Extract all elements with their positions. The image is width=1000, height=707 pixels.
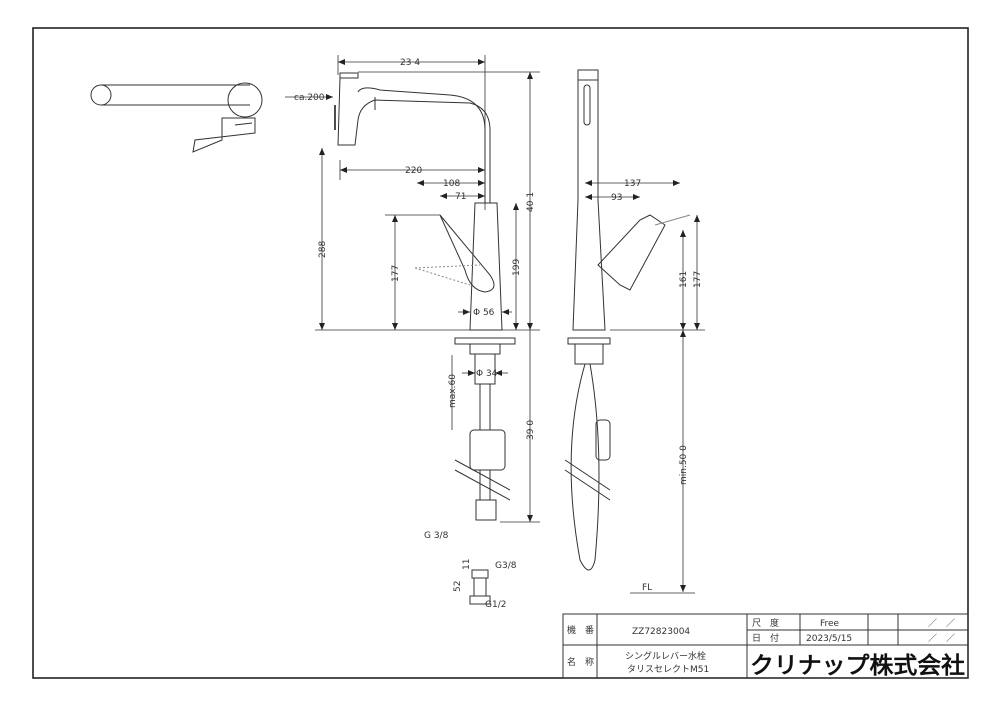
dim-401: 40 1	[526, 192, 536, 212]
dim-177-side: 177	[693, 271, 703, 288]
dim-phi56: Φ 56	[473, 308, 495, 318]
company-logo: クリナップ株式会社	[750, 652, 965, 679]
dim-137: 137	[624, 179, 641, 189]
dim-g12: G1/2	[485, 600, 506, 610]
dim-390: 39 0	[526, 420, 536, 440]
dimension-labels: 23 4 ca.200 220 108 71 288 177 199 40 1 …	[294, 58, 703, 610]
dim-phi34: Φ 34	[476, 369, 498, 379]
dim-93: 93	[611, 193, 622, 203]
dim-min500: min.50 0	[679, 445, 689, 485]
connector-detail	[469, 569, 491, 605]
product-name-line2: タリスセレクトM51	[627, 664, 709, 675]
side-view	[564, 69, 691, 571]
dim-ca200: ca.200	[294, 93, 325, 103]
revision-slash-2: ／ ／	[928, 633, 955, 644]
dim-220: 220	[405, 166, 422, 176]
dim-199: 199	[512, 259, 522, 276]
dim-234: 23 4	[400, 58, 420, 68]
dim-71: 71	[455, 192, 466, 202]
date-label: 日 付	[752, 633, 779, 644]
drawing-frame	[32, 27, 969, 679]
floor-level-label: FL	[642, 583, 652, 593]
dim-max60: max.60	[448, 374, 458, 408]
dimension-lines	[285, 55, 705, 594]
scale-label: 尺 度	[752, 617, 779, 629]
date-value: 2023/5/15	[806, 634, 852, 644]
name-label: 名 称	[567, 656, 594, 668]
title-block: 機 番 ZZ72823004 尺 度 Free 日 付 2023/5/15 ／ …	[562, 613, 969, 679]
dim-11: 11	[462, 559, 472, 570]
dim-g38-small: G3/8	[495, 561, 517, 571]
product-name-line1: シングルレバー水栓	[625, 650, 706, 662]
scale-value: Free	[820, 619, 840, 629]
model-number: ZZ72823004	[632, 627, 690, 637]
revision-slash-1: ／ ／	[928, 618, 955, 629]
dim-288: 288	[318, 241, 328, 258]
dim-g38: G 3/8	[424, 531, 449, 541]
dim-108: 108	[443, 179, 460, 189]
plan-view	[90, 82, 263, 153]
dim-52: 52	[453, 581, 463, 592]
front-view	[334, 72, 516, 521]
model-label: 機 番	[567, 624, 594, 636]
dim-161: 161	[679, 271, 689, 288]
dim-177-front: 177	[391, 265, 401, 282]
